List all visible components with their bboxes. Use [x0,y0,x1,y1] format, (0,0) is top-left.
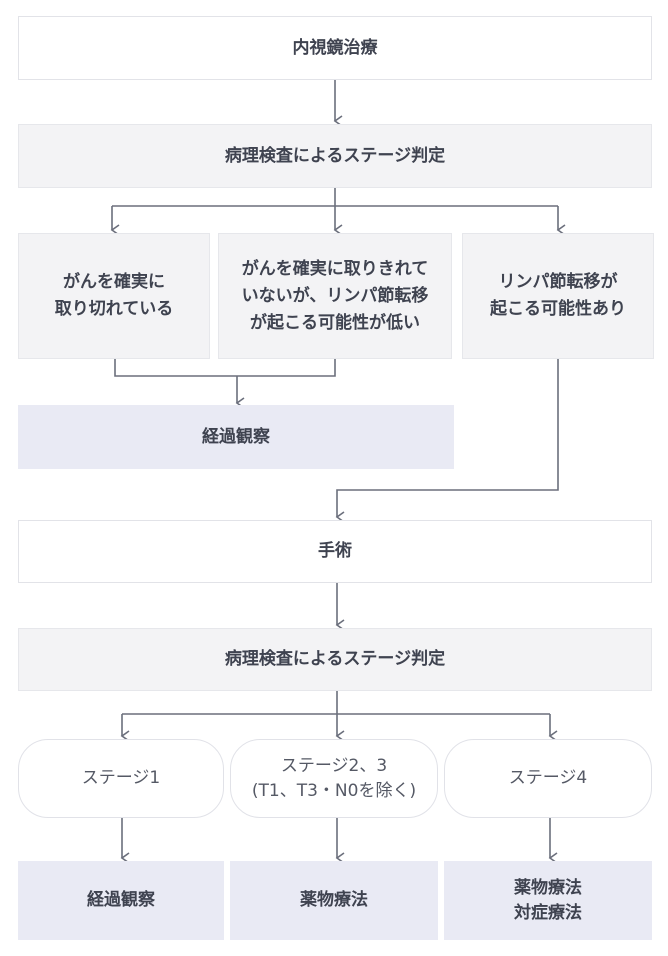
stage23-pill: ステージ2、3 (T1、T3・N0を除く) [230,739,438,818]
endoscopic-treatment-box: 内視鏡治療 [18,16,652,80]
surgery-box: 手術 [18,520,652,583]
pathology-stage-box-1: 病理検査によるステージ判定 [18,124,652,188]
observation-box-1: 経過観察 [18,405,454,469]
completely-removed-box: がんを確実に 取り切れている [18,233,210,359]
stage1-pill: ステージ1 [18,739,224,818]
drug-symptomatic-box: 薬物療法 対症療法 [444,861,652,940]
merge-to-observation [114,359,336,403]
lymph-metastasis-risk-box: リンパ節転移が 起こる可能性あり [462,233,654,359]
branch-pathology-2 [122,691,550,715]
arrow-lymph-to-surgery [335,359,559,523]
branch-pathology-1 [112,188,558,207]
pathology-stage-box-2: 病理検査によるステージ判定 [18,628,652,691]
observation-box-2: 経過観察 [18,861,224,940]
not-completely-removed-box: がんを確実に取りきれて いないが、リンパ節転移 が起こる可能性が低い [218,233,452,359]
drug-therapy-box: 薬物療法 [230,861,438,940]
stage4-pill: ステージ4 [444,739,652,818]
